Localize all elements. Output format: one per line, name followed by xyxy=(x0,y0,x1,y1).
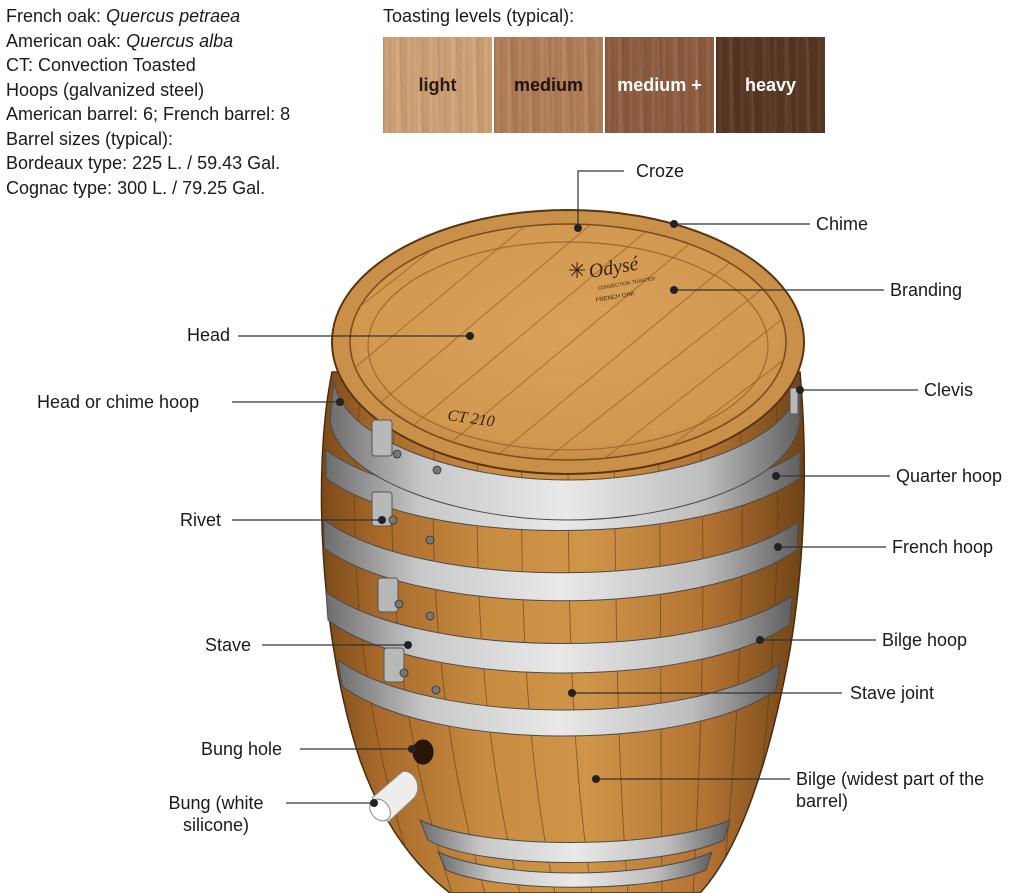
label-chime: Chime xyxy=(816,214,869,234)
toast-swatch-light: light xyxy=(383,37,492,133)
clevis-plates xyxy=(371,387,799,683)
hoops xyxy=(323,449,801,888)
label-head: Head xyxy=(187,325,231,345)
hoops-line: Hoops (galvanized steel) xyxy=(6,79,205,100)
cognac-line: Cognac type: 300 L. / 79.25 Gal. xyxy=(6,177,266,198)
bottom-hoop-2 xyxy=(437,851,713,888)
bordeaux-line: Bordeaux type: 225 L. / 59.43 Gal. xyxy=(6,153,281,173)
croze-ring xyxy=(367,241,769,451)
toast-swatch-medium-plus: medium + xyxy=(605,37,714,133)
croze-leader xyxy=(577,170,624,228)
branding-mark: ✳ Odysé CONVECTION TOASTED FRENCH OAK xyxy=(568,252,656,304)
toast-label-medium: medium xyxy=(513,74,583,95)
toast-label-heavy: heavy xyxy=(744,74,797,95)
label-branding: Branding xyxy=(890,280,963,300)
label-bung-hole: Bung hole xyxy=(201,739,283,759)
head-hoop xyxy=(329,379,801,521)
american-oak-species: Quercus alba xyxy=(126,30,234,51)
label-bung: Bung (white silicone) xyxy=(168,793,264,835)
toast-swatch-medium: medium xyxy=(494,37,603,133)
rivets xyxy=(388,449,442,695)
toast-label-medium-plus: medium + xyxy=(617,74,702,95)
toast-label-light: light xyxy=(418,74,457,95)
barrel-head xyxy=(349,223,787,461)
bilge-hoop-upper xyxy=(325,590,793,674)
sizes-heading: Barrel sizes (typical): xyxy=(6,128,174,149)
hoops-count-line: American barrel: 6; French barrel: 8 xyxy=(6,104,291,124)
label-french-hoop: French hoop xyxy=(892,537,994,557)
label-quarter-hoop: Quarter hoop xyxy=(896,466,1003,486)
toasting-strip: light medium medium + heavy xyxy=(383,37,825,133)
barrel-info-block: French oak: Quercus petraea American oak… xyxy=(6,4,290,200)
head-code: CT 210 xyxy=(446,407,495,430)
french-hoop xyxy=(323,519,799,602)
american-oak-line: American oak: Quercus alba xyxy=(6,30,234,51)
bottom-hoop-1 xyxy=(419,818,731,863)
leader-lines xyxy=(232,170,918,804)
label-bilge-hoop: Bilge hoop xyxy=(882,630,968,650)
head-boards xyxy=(350,224,786,460)
bilge-hoop-lower xyxy=(337,658,781,737)
french-oak-line: French oak: Quercus petraea xyxy=(6,6,241,26)
toast-swatch-heavy: heavy xyxy=(716,37,825,133)
label-head-hoop: Head or chime hoop xyxy=(37,392,200,412)
ct-line: CT: Convection Toasted xyxy=(6,55,196,75)
label-bilge: Bilge (widest part of the barrel) xyxy=(796,769,985,811)
bung-hole xyxy=(412,739,434,765)
french-oak-species: Quercus petraea xyxy=(106,6,241,26)
label-rivet: Rivet xyxy=(180,510,222,530)
label-stave: Stave xyxy=(205,635,252,655)
leader-dots xyxy=(336,220,804,807)
label-croze: Croze xyxy=(636,161,685,181)
label-clevis: Clevis xyxy=(924,380,974,400)
toasting-title: Toasting levels (typical): xyxy=(383,6,575,26)
label-stave-joint: Stave joint xyxy=(850,683,935,703)
brand-star-icon: ✳ xyxy=(568,259,586,284)
